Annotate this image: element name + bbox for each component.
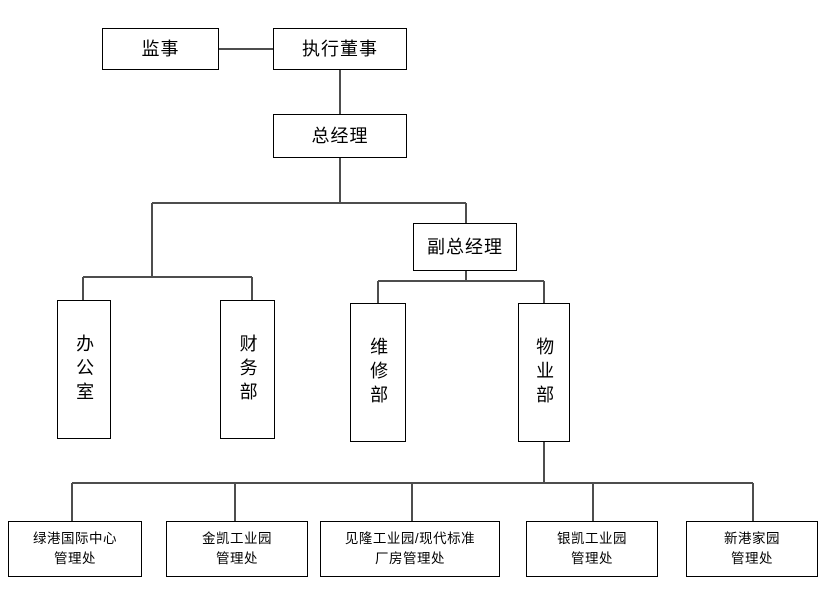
node-executive-director-label: 执行董事 xyxy=(302,38,378,59)
node-finance-dept-label: 财务部 xyxy=(237,333,258,406)
node-deputy-general-manager-label: 副总经理 xyxy=(427,236,503,257)
node-maintenance-dept[interactable]: 维修部 xyxy=(350,303,406,442)
node-maintenance-dept-label: 维修部 xyxy=(368,336,389,409)
node-site-4[interactable]: 银凯工业园 管理处 xyxy=(526,521,658,577)
node-site-3[interactable]: 见隆工业园/现代标准 厂房管理处 xyxy=(320,521,500,577)
node-office-label: 办公室 xyxy=(74,333,95,406)
node-site-5[interactable]: 新港家园 管理处 xyxy=(686,521,818,577)
node-deputy-general-manager[interactable]: 副总经理 xyxy=(413,223,517,271)
node-office[interactable]: 办公室 xyxy=(57,300,111,439)
node-site-1-label: 绿港国际中心 管理处 xyxy=(33,530,117,566)
node-site-5-label: 新港家园 管理处 xyxy=(724,530,780,566)
node-supervisor[interactable]: 监事 xyxy=(102,28,219,70)
node-site-2[interactable]: 金凯工业园 管理处 xyxy=(166,521,308,577)
node-site-2-label: 金凯工业园 管理处 xyxy=(202,530,272,566)
node-finance-dept[interactable]: 财务部 xyxy=(220,300,275,439)
node-general-manager[interactable]: 总经理 xyxy=(273,114,407,158)
node-site-4-label: 银凯工业园 管理处 xyxy=(557,530,627,566)
node-executive-director[interactable]: 执行董事 xyxy=(273,28,407,70)
node-site-1[interactable]: 绿港国际中心 管理处 xyxy=(8,521,142,577)
node-supervisor-label: 监事 xyxy=(141,38,180,59)
node-property-dept[interactable]: 物业部 xyxy=(518,303,570,442)
node-property-dept-label: 物业部 xyxy=(534,336,555,409)
node-general-manager-label: 总经理 xyxy=(311,125,369,146)
node-site-3-label: 见隆工业园/现代标准 厂房管理处 xyxy=(344,530,476,566)
